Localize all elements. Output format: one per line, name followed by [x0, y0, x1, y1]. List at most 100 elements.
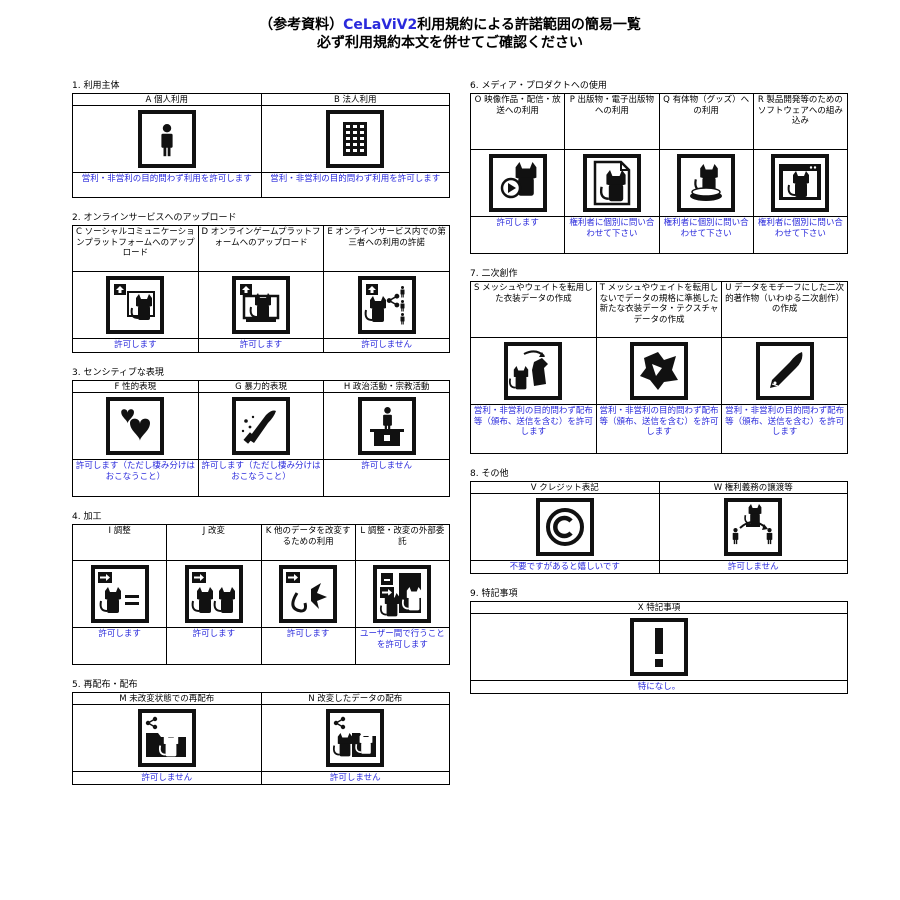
permission-item: S メッシュやウェイトを転用した衣装データの作成営利・非営利の目的問わず配布等（… [471, 282, 597, 454]
icon-area [73, 106, 261, 173]
item-result: 営利・非営利の目的問わず配布等（頒布、送信を含む）を許可します [473, 406, 593, 437]
item-label: I 調整 [73, 525, 167, 561]
rights-transfer-icon [724, 498, 783, 556]
icon-area [73, 561, 167, 628]
item-result: 許可します（ただし棲み分けはおこなうこと） [75, 461, 195, 482]
permission-item: B 法人利用営利・非営利の目的問わず利用を許可します [261, 94, 450, 198]
item-result: ユーザー間で行うことを許可します [359, 629, 445, 650]
item-label: C ソーシャルコミュニケーションプラットフォームへのアップロード [73, 226, 198, 272]
item-label: G 暴力的表現 [198, 381, 324, 393]
section-title: 7. 二次創作 [470, 269, 518, 279]
icon-area [73, 272, 198, 339]
header-brand: CeLaViV2 [343, 17, 418, 33]
adjust-icon [90, 565, 149, 623]
section-title: 9. 特記事項 [470, 589, 518, 599]
item-label: S メッシュやウェイトを転用した衣装データの作成 [471, 282, 596, 338]
icon-area [471, 614, 847, 681]
video-play-icon [488, 154, 547, 212]
section-title: 6. メディア・プロダクトへの使用 [470, 81, 607, 91]
item-label: D オンラインゲームプラットフォームへのアップロード [198, 226, 324, 272]
upload-social-icon [106, 276, 165, 334]
item-label: M 未改変状態での再配布 [73, 693, 261, 705]
item-result: 営利・非営利の目的問わず利用を許可します [81, 174, 252, 184]
icon-area [355, 561, 449, 628]
icon-area [596, 338, 722, 405]
icon-area [722, 338, 847, 405]
permission-item: J 改変許可します [167, 525, 262, 665]
header-line-1: （参考資料）CeLaViV2利用規約による許諾範囲の簡易一覧 [0, 16, 900, 34]
item-result: 権利者に個別に問い合わせて下さい [569, 218, 655, 239]
share-third-party-icon [357, 276, 416, 334]
icon-area [659, 494, 847, 561]
icon-area [73, 705, 261, 772]
permission-item: U データをモチーフにした二次的著作物（いわゆる二次創作）の作成営利・非営利の目… [722, 282, 848, 454]
permission-item: M 未改変状態での再配布許可しません [73, 693, 262, 785]
section-title: 4. 加工 [72, 512, 102, 522]
item-result: 営利・非営利の目的問わず配布等（頒布、送信を含む）を許可します [599, 406, 719, 437]
software-window-icon [771, 154, 830, 212]
section-title: 8. その他 [470, 469, 509, 479]
hearts-icon [106, 397, 165, 455]
person-icon [137, 110, 196, 168]
permission-item: X 特記事項特になし。 [471, 602, 848, 694]
item-result: 許可します [192, 629, 236, 639]
item-result: 特になし。 [637, 682, 681, 692]
icon-area [324, 393, 449, 460]
icon-area [261, 106, 449, 173]
section-title: 5. 再配布・配布 [72, 680, 138, 690]
permission-item: P 出版物・電子出版物への利用権利者に個別に問い合わせて下さい [565, 94, 660, 254]
item-label: K 他のデータを改変するための利用 [261, 525, 355, 561]
item-result: 許可します [114, 340, 157, 350]
copyright-icon [535, 498, 594, 556]
section-s2: 2. オンラインサービスへのアップロード C ソーシャルコミュニケーションプラット… [72, 212, 450, 353]
permission-table: F 性的表現許可します（ただし棲み分けはおこなうこと）G 暴力的表現許可します（… [72, 380, 450, 497]
costume-transfer-icon [504, 342, 563, 400]
page-header: （参考資料）CeLaViV2利用規約による許諾範囲の簡易一覧 必ず利用規約本文を… [0, 16, 900, 52]
podium-icon [357, 397, 416, 455]
icon-area [471, 494, 659, 561]
icon-area [198, 393, 324, 460]
icon-area [167, 561, 261, 628]
icon-area [471, 150, 565, 217]
section-s9: 9. 特記事項 X 特記事項特になし。 [470, 588, 848, 694]
icon-area [198, 272, 324, 339]
permission-item: I 調整許可します [73, 525, 168, 665]
icon-area [324, 272, 449, 339]
pen-nib-icon [755, 342, 814, 400]
item-label: H 政治活動・宗教活動 [324, 381, 449, 393]
section-title: 2. オンラインサービスへのアップロード [72, 213, 237, 223]
permission-item: L 調整・改変の外部委託ユーザー間で行うことを許可します [355, 525, 450, 665]
permission-item: C ソーシャルコミュニケーションプラットフォームへのアップロード許可します [73, 226, 199, 353]
icon-area [73, 393, 198, 460]
item-label: X 特記事項 [471, 602, 847, 614]
figure-goods-icon [677, 154, 736, 212]
item-label: R 製品開発等のためのソフトウェアへの組み込み [753, 94, 847, 150]
upload-game-icon [231, 276, 290, 334]
knife-icon [231, 397, 290, 455]
permission-item: E オンラインサービス内での第三者への利用の許諾許可しません [324, 226, 450, 353]
icon-area [261, 705, 449, 772]
item-result: 許可しません [141, 773, 193, 783]
item-label: U データをモチーフにした二次的著作物（いわゆる二次創作）の作成 [722, 282, 847, 338]
permission-item: G 暴力的表現許可します（ただし棲み分けはおこなうこと） [198, 381, 325, 497]
item-result: 営利・非営利の目的問わず利用を許可します [270, 174, 441, 184]
item-label: A 個人利用 [73, 94, 261, 106]
header-line-2: 必ず利用規約本文を併せてご確認ください [317, 35, 583, 51]
permission-item: R 製品開発等のためのソフトウェアへの組み込み権利者に個別に問い合わせて下さい [753, 94, 848, 254]
item-result: 許可します（ただし棲み分けはおこなうこと） [201, 461, 321, 482]
permission-item: F 性的表現許可します（ただし棲み分けはおこなうこと） [73, 381, 199, 497]
permission-item: N 改変したデータの配布許可しません [261, 693, 450, 785]
section-s7: 7. 二次創作 S メッシュやウェイトを転用した衣装データの作成営利・非営利の目的… [470, 268, 848, 454]
item-label: B 法人利用 [261, 94, 449, 106]
permission-table: S メッシュやウェイトを転用した衣装データの作成営利・非営利の目的問わず配布等（… [470, 281, 848, 454]
modify-icon [184, 565, 243, 623]
